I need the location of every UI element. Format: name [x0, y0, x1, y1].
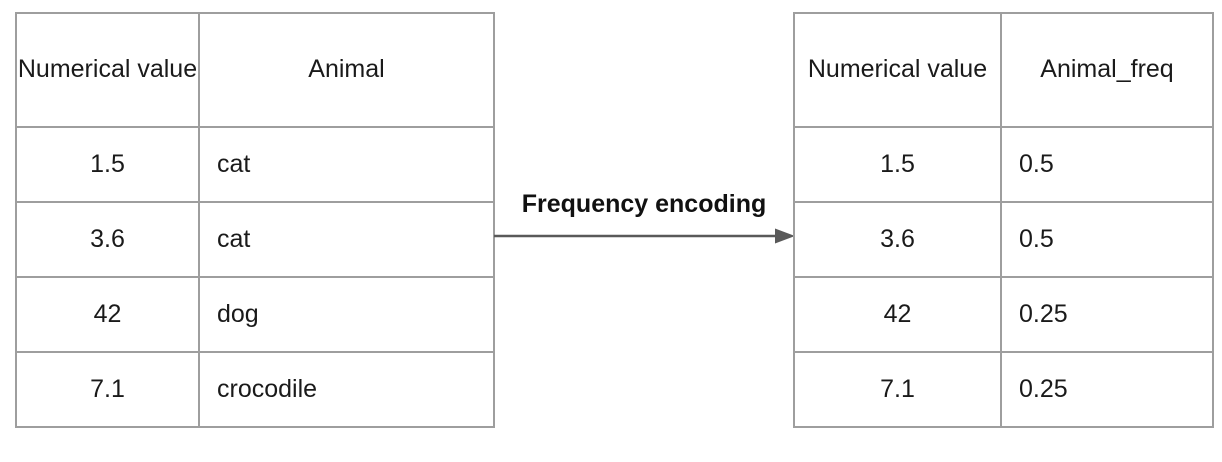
- table-cell: cat: [198, 126, 495, 203]
- table-cell: cat: [198, 201, 495, 278]
- table-row: 3.6 cat: [15, 201, 495, 278]
- table-cell: 0.5: [1000, 201, 1214, 278]
- table-row: 42 dog: [15, 276, 495, 353]
- right-arrow-icon: [494, 228, 795, 244]
- table-header-row: Numerical value Animal_freq: [793, 12, 1214, 128]
- table-cell: 3.6: [793, 201, 1002, 278]
- table-cell: crocodile: [198, 351, 495, 428]
- table-cell: 1.5: [15, 126, 200, 203]
- column-header-animal: Animal: [198, 12, 495, 128]
- transform-annotation: Frequency encoding: [493, 190, 795, 247]
- table-row: 1.5 0.5: [793, 126, 1214, 203]
- table-cell: 7.1: [15, 351, 200, 428]
- column-header-animal-freq: Animal_freq: [1000, 12, 1214, 128]
- table-cell: 0.5: [1000, 126, 1214, 203]
- table-cell: 3.6: [15, 201, 200, 278]
- table-row: 7.1 crocodile: [15, 351, 495, 428]
- table-cell: 42: [15, 276, 200, 353]
- output-table: Numerical value Animal_freq 1.5 0.5 3.6 …: [793, 12, 1214, 428]
- table-cell: dog: [198, 276, 495, 353]
- table-row: 1.5 cat: [15, 126, 495, 203]
- table-cell: 0.25: [1000, 276, 1214, 353]
- input-table: Numerical value Animal 1.5 cat 3.6 cat 4…: [15, 12, 495, 428]
- table-row: 42 0.25: [793, 276, 1214, 353]
- column-header-numerical-value: Numerical value: [793, 12, 1002, 128]
- table-row: 3.6 0.5: [793, 201, 1214, 278]
- table-row: 7.1 0.25: [793, 351, 1214, 428]
- table-cell: 7.1: [793, 351, 1002, 428]
- table-cell: 1.5: [793, 126, 1002, 203]
- table-cell: 0.25: [1000, 351, 1214, 428]
- arrow-label: Frequency encoding: [521, 190, 767, 218]
- table-cell: 42: [793, 276, 1002, 353]
- table-header-row: Numerical value Animal: [15, 12, 495, 128]
- column-header-numerical-value: Numerical value: [15, 12, 200, 128]
